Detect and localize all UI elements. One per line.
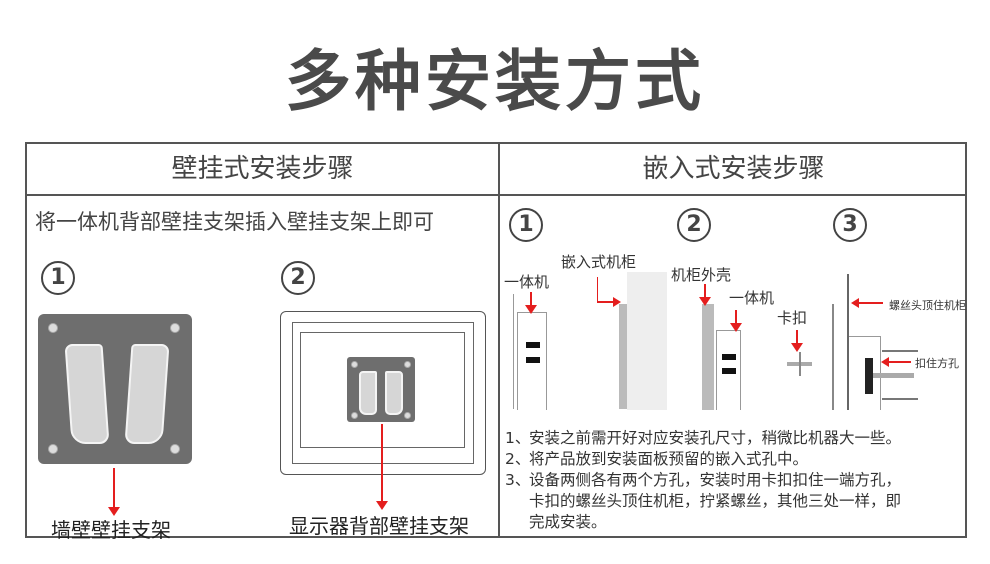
- arrow-line: [597, 277, 598, 301]
- hook-icon: [124, 344, 170, 444]
- screw-icon: [872, 373, 914, 378]
- screw-icon: [48, 444, 58, 454]
- monitor-back-image: [280, 311, 486, 475]
- device-outline: [517, 312, 518, 410]
- label-cabinet-shell: 机柜外壳: [671, 266, 732, 284]
- note-text: 安装之前需开好对应安装孔尺寸，稍微比机器大一些。: [529, 429, 902, 447]
- installation-table: 壁挂式安装步骤 将一体机背部壁挂支架插入壁挂支架上即可 1 2 墙壁壁挂支架 显…: [25, 142, 967, 542]
- arrow-down-icon: [376, 424, 388, 510]
- screw-icon: [48, 323, 58, 333]
- embedded-mount-heading: 嵌入式安装步骤: [642, 154, 825, 184]
- label-screw-head: 螺丝头顶住机柜: [889, 299, 966, 312]
- monitor-frame: [292, 322, 474, 464]
- wall-mount-description: 将一体机背部壁挂支架插入壁挂支架上即可: [35, 210, 434, 234]
- note-number: 3、: [505, 471, 531, 489]
- screw-icon: [351, 361, 358, 368]
- label-square-hole: 扣住方孔: [915, 357, 959, 370]
- device-outline: [513, 294, 514, 409]
- label-embedded-cabinet: 嵌入式机柜: [561, 253, 637, 271]
- hook-icon: [385, 371, 403, 415]
- hook-icon: [359, 371, 377, 415]
- note-2: 2、将产品放到安装面板预留的嵌入式孔中。: [505, 449, 965, 470]
- label-clip: 卡扣: [777, 309, 808, 327]
- cabinet-shell-wall: [702, 304, 714, 410]
- arrow-down-icon: [699, 284, 711, 306]
- arrow-down-icon: [730, 310, 742, 332]
- clip-block-icon: [865, 358, 873, 394]
- wall-step-1-number: 1: [41, 261, 75, 295]
- screw-icon: [404, 412, 411, 419]
- note-3-end: 完成安装。: [529, 513, 607, 531]
- note-text: 设备两侧各有两个方孔，安装时用卡扣扣住一端方孔，: [529, 471, 902, 489]
- device-outline: [546, 312, 547, 410]
- note-text: 将产品放到安装面板预留的嵌入式孔中。: [529, 450, 809, 468]
- clip-icon: [799, 352, 801, 376]
- port-icon: [526, 357, 540, 363]
- note-3-cont: 卡扣的螺丝头顶住机柜，拧紧螺丝，其他三处一样，即: [529, 492, 902, 510]
- monitor-bracket: [347, 357, 415, 422]
- wall-mount-heading: 壁挂式安装步骤: [171, 154, 354, 184]
- wall-step-2-caption: 显示器背部壁挂支架: [289, 514, 469, 538]
- label-all-in-one: 一体机: [504, 273, 550, 291]
- page-title: 多种安装方式: [285, 43, 705, 120]
- device-outline: [716, 330, 740, 331]
- screw-icon: [404, 361, 411, 368]
- port-icon: [526, 342, 540, 348]
- header-divider: [27, 194, 965, 196]
- device-outline: [740, 330, 741, 410]
- screw-icon: [351, 412, 358, 419]
- cabinet-wall: [847, 274, 849, 410]
- screw-icon: [170, 444, 180, 454]
- hook-icon: [64, 344, 110, 444]
- arrow-right-icon: [597, 297, 621, 307]
- wall-bracket-image: [38, 314, 192, 464]
- embedded-notes: 1、安装之前需开好对应安装孔尺寸，稍微比机器大一些。 2、将产品放到安装面板预留…: [505, 428, 965, 533]
- note-number: 2、: [505, 450, 531, 468]
- arrow-left-icon: [851, 298, 883, 308]
- port-icon: [722, 368, 736, 374]
- arrow-left-icon: [881, 357, 911, 367]
- embed-step-2-number: 2: [677, 208, 711, 242]
- port-icon: [722, 354, 736, 360]
- note-3: 3、设备两侧各有两个方孔，安装时用卡扣扣住一端方孔，: [505, 470, 965, 491]
- note-number: 1、: [505, 429, 531, 447]
- embed-step-3-number: 3: [833, 208, 867, 242]
- clip-icon: [882, 350, 918, 352]
- wall-step-2-number: 2: [281, 261, 315, 295]
- label-all-in-one-2: 一体机: [729, 289, 775, 307]
- embed-step-1-number: 1: [509, 208, 543, 242]
- column-divider: [498, 144, 500, 536]
- note-1: 1、安装之前需开好对应安装孔尺寸，稍微比机器大一些。: [505, 428, 965, 449]
- device-outline: [716, 330, 717, 410]
- arrow-down-icon: [108, 468, 120, 516]
- device-outline: [849, 336, 881, 337]
- cabinet-wall: [619, 304, 627, 409]
- screw-icon: [170, 323, 180, 333]
- wall-step-1-caption: 墙壁壁挂支架: [51, 518, 171, 542]
- arrow-down-icon: [525, 292, 537, 314]
- clip-icon: [882, 398, 918, 400]
- arrow-down-icon: [791, 330, 803, 352]
- cabinet-side: [627, 272, 667, 410]
- cabinet-wall: [832, 304, 834, 410]
